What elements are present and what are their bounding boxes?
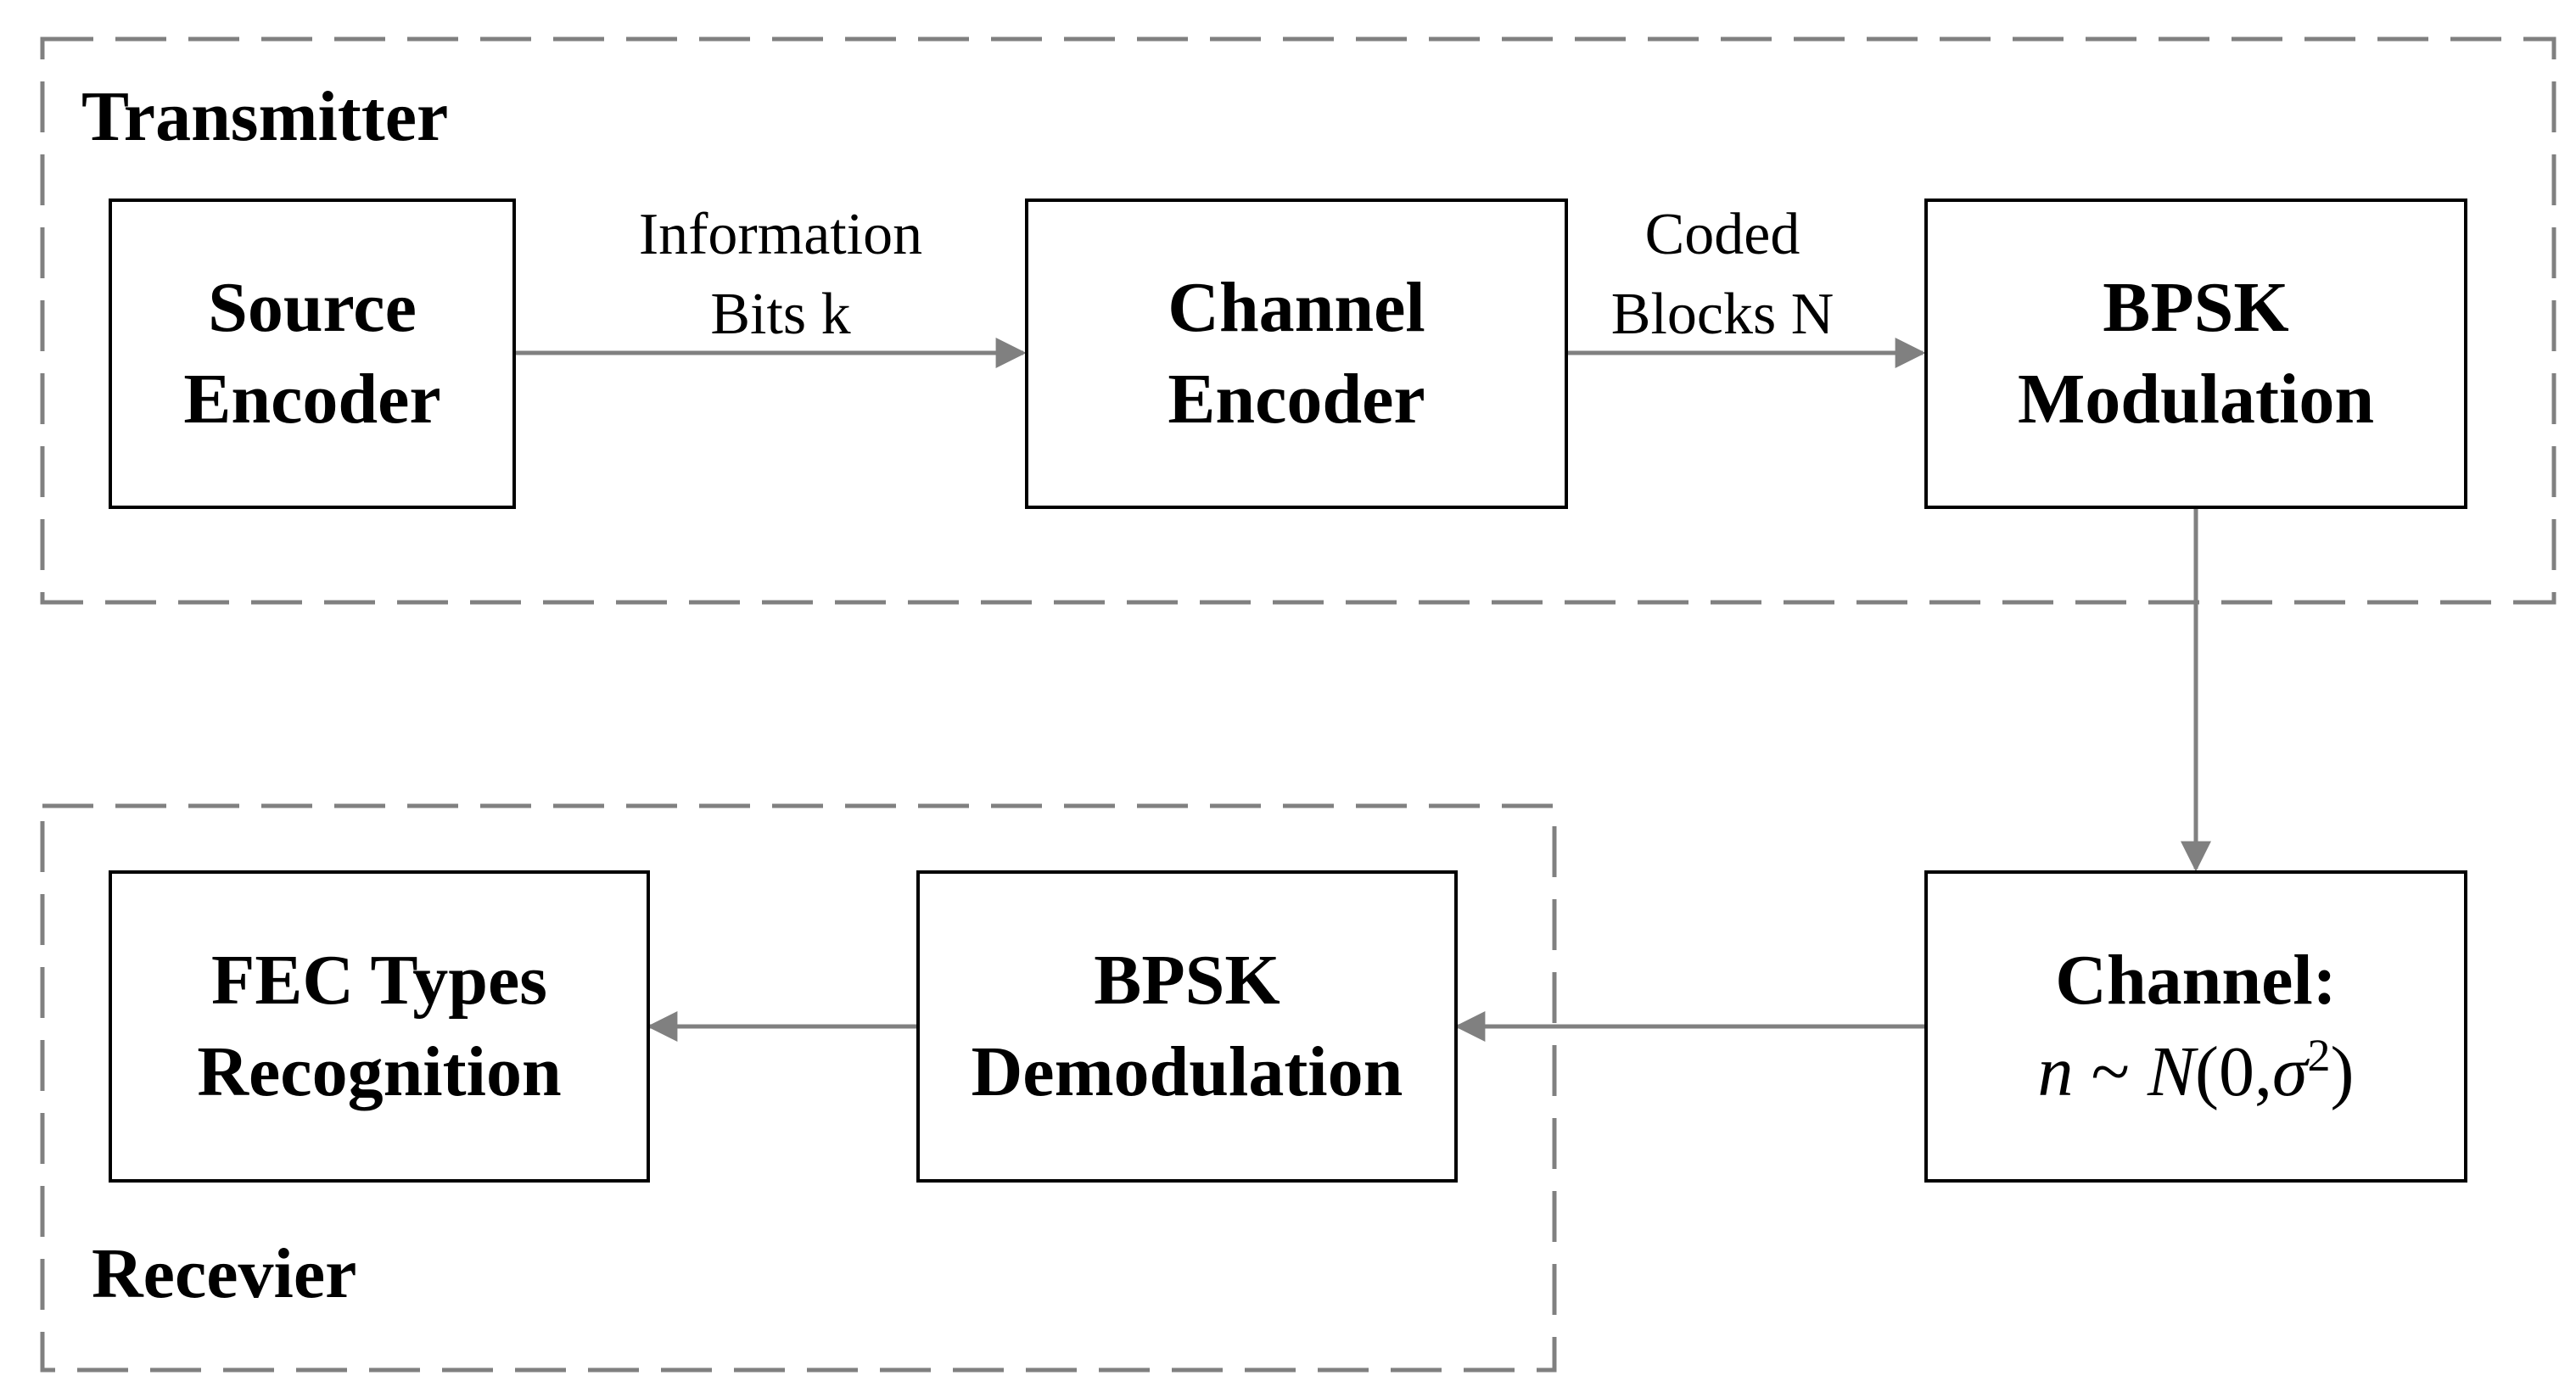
formula-tilde: ~ xyxy=(2073,1032,2148,1111)
channel-encoder-line2: Encoder xyxy=(1168,360,1425,439)
fec-recognition-block: FEC Types Recognition xyxy=(109,870,650,1183)
bpsk-demodulation-line2: Demodulation xyxy=(971,1032,1403,1111)
transmitter-label: Transmitter xyxy=(81,77,449,156)
information-bits-line2: Bits k xyxy=(710,282,851,347)
channel-block-title: Channel: xyxy=(2055,941,2337,1020)
fec-recognition-line1: FEC Types xyxy=(211,941,547,1020)
coded-blocks-line2: Blocks N xyxy=(1610,282,1834,347)
source-encoder-block: Source Encoder xyxy=(109,199,516,509)
receiver-label: Recevier xyxy=(92,1234,357,1313)
bpsk-modulation-line2: Modulation xyxy=(2017,360,2375,439)
formula-open: (0, xyxy=(2195,1032,2273,1111)
receiver-group-border xyxy=(40,803,1557,1373)
source-encoder-line2: Encoder xyxy=(183,360,441,439)
coded-blocks-label: Coded Blocks N xyxy=(1578,195,1867,355)
information-bits-label: Information Bits k xyxy=(577,195,984,355)
formula-close: ) xyxy=(2330,1032,2355,1111)
bpsk-modulation-line1: BPSK xyxy=(2103,268,2289,347)
channel-encoder-line1: Channel xyxy=(1168,268,1425,347)
formula-N: N xyxy=(2148,1032,2196,1111)
noise-formula: n ~ N(0,σ2) xyxy=(2038,1026,2355,1118)
formula-n: n xyxy=(2037,1032,2074,1111)
channel-block: Channel: n ~ N(0,σ2) xyxy=(1924,870,2467,1183)
bpsk-demodulation-line1: BPSK xyxy=(1094,941,1280,1020)
bpsk-demodulation-block: BPSK Demodulation xyxy=(916,870,1458,1183)
source-encoder-line1: Source xyxy=(208,268,417,347)
transmitter-group-border xyxy=(40,36,2556,605)
coded-blocks-line1: Coded xyxy=(1644,202,1800,267)
formula-exponent: 2 xyxy=(2307,1030,2331,1081)
information-bits-line1: Information xyxy=(638,202,923,267)
bpsk-modulation-block: BPSK Modulation xyxy=(1924,199,2467,509)
fec-recognition-line2: Recognition xyxy=(197,1032,562,1111)
formula-sigma: σ xyxy=(2272,1032,2308,1111)
channel-encoder-block: Channel Encoder xyxy=(1025,199,1568,509)
